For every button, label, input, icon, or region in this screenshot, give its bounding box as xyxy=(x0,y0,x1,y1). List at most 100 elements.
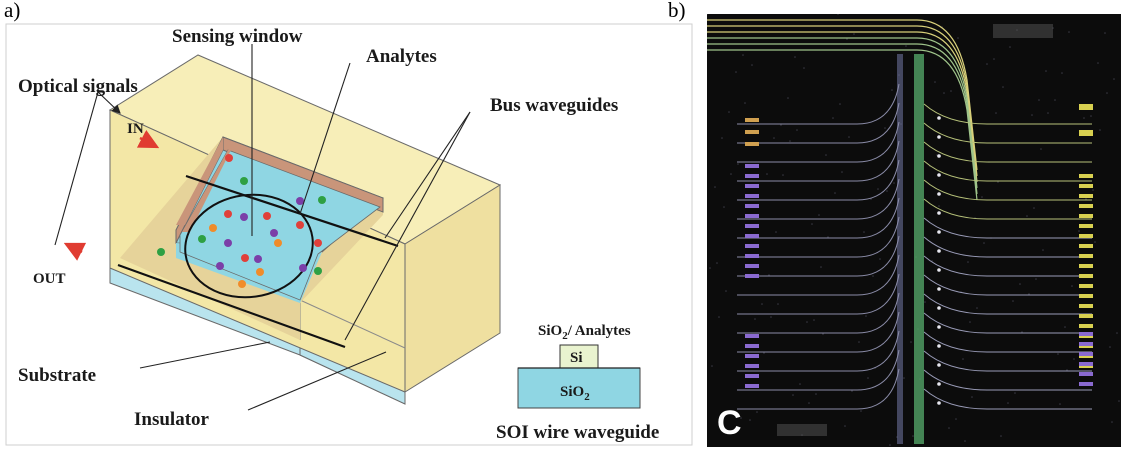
speckle xyxy=(1078,230,1080,232)
waveguide-trace xyxy=(737,330,900,372)
bond-pad xyxy=(1079,342,1093,346)
speckle xyxy=(891,89,893,91)
analyte-particle-icon xyxy=(254,255,262,263)
soi-inset: SiO2/ Analytes Si SiO2 SOI wire waveguid… xyxy=(496,323,659,443)
analyte-particle-icon xyxy=(296,221,304,229)
speckle xyxy=(948,427,950,429)
analyte-particle-icon xyxy=(225,154,233,162)
speckle xyxy=(910,341,912,343)
speckle xyxy=(943,92,945,94)
speckle xyxy=(841,171,843,173)
si-label: Si xyxy=(570,350,583,366)
speckle xyxy=(893,182,895,184)
speckle xyxy=(1097,62,1099,64)
bond-pad xyxy=(1079,362,1093,366)
speckle xyxy=(751,64,753,66)
bond-pad xyxy=(745,244,759,248)
analyte-particle-icon xyxy=(314,239,322,247)
bus-leader-2 xyxy=(344,111,471,341)
speckle xyxy=(825,154,827,156)
bond-pad xyxy=(745,364,759,368)
waveguide-trace xyxy=(923,350,1092,372)
waveguide-trace xyxy=(707,37,978,189)
bond-pad xyxy=(1079,204,1093,208)
speckle xyxy=(865,315,867,317)
out-label: OUT xyxy=(33,271,66,287)
optical-signals-leader-out xyxy=(54,91,99,246)
speckle xyxy=(976,307,978,309)
speckle xyxy=(981,196,983,198)
waveguide-trace xyxy=(737,235,900,277)
bright-spot xyxy=(937,173,941,177)
waveguide-trace xyxy=(923,255,1092,277)
bond-pad xyxy=(1079,234,1093,238)
sensor-schematic: Sensing window Analytes Optical signals … xyxy=(5,23,693,446)
speckle xyxy=(775,231,777,233)
chip-marking xyxy=(777,424,827,436)
waveguide-trace xyxy=(923,274,1092,296)
waveguide-trace xyxy=(923,331,1092,353)
speckle xyxy=(763,352,765,354)
bond-pad xyxy=(745,142,759,146)
speckle xyxy=(905,45,907,47)
waveguide-trace xyxy=(737,273,900,315)
analyte-particle-icon xyxy=(198,235,206,243)
speckle xyxy=(903,377,905,379)
bond-pad xyxy=(745,204,759,208)
waveguide-trace xyxy=(707,49,978,201)
speckle xyxy=(1073,358,1075,360)
speckle xyxy=(813,319,815,321)
speckle xyxy=(770,316,772,318)
waveguide-trace xyxy=(737,311,900,353)
speckle xyxy=(803,67,805,69)
speckle xyxy=(714,186,716,188)
bond-pad xyxy=(1079,184,1093,188)
speckle xyxy=(740,417,742,419)
waveguide-trace xyxy=(737,349,900,391)
speckle xyxy=(756,411,758,413)
analyte-particle-icon xyxy=(263,212,271,220)
waveguide-trace xyxy=(923,103,1092,125)
analyte-particle-icon xyxy=(318,196,326,204)
bond-pad xyxy=(1079,264,1093,268)
speckle xyxy=(761,303,763,305)
bright-spot xyxy=(937,154,941,158)
bond-pad xyxy=(1079,352,1093,356)
speckle xyxy=(950,90,952,92)
substrate-label: Substrate xyxy=(18,365,96,386)
analyte-particle-icon xyxy=(274,239,282,247)
speckle xyxy=(1038,99,1040,101)
speckle xyxy=(716,262,718,264)
sio2-label: SiO2 xyxy=(560,384,590,403)
analytes-leader xyxy=(299,62,351,215)
speckle xyxy=(834,192,836,194)
bond-pad xyxy=(745,234,759,238)
analyte-particle-icon xyxy=(216,262,224,270)
speckle xyxy=(1090,115,1092,117)
panel-a-frame xyxy=(5,23,693,446)
speckle xyxy=(1068,31,1070,33)
speckle xyxy=(725,290,727,292)
speckle xyxy=(799,383,801,385)
speckle xyxy=(1118,400,1120,402)
speckle xyxy=(962,358,964,360)
speckle xyxy=(718,316,720,318)
waveguide-trace xyxy=(737,178,900,220)
speckle xyxy=(1021,331,1023,333)
speckle xyxy=(1064,326,1066,328)
speckle xyxy=(808,402,810,404)
bright-spot xyxy=(937,116,941,120)
soi-caption: SOI wire waveguide xyxy=(496,422,659,443)
waveguide-bus-bar xyxy=(897,54,903,444)
speckle xyxy=(789,140,791,142)
waveguide-trace xyxy=(737,121,900,163)
waveguide-trace xyxy=(737,292,900,334)
chip-marking xyxy=(993,24,1053,38)
speckle xyxy=(889,444,891,446)
speckle xyxy=(1057,353,1059,355)
speckle xyxy=(997,181,999,183)
bond-pad xyxy=(745,164,759,168)
speckle xyxy=(1071,285,1073,287)
speckle xyxy=(792,394,794,396)
analyte-particle-icon xyxy=(157,248,165,256)
